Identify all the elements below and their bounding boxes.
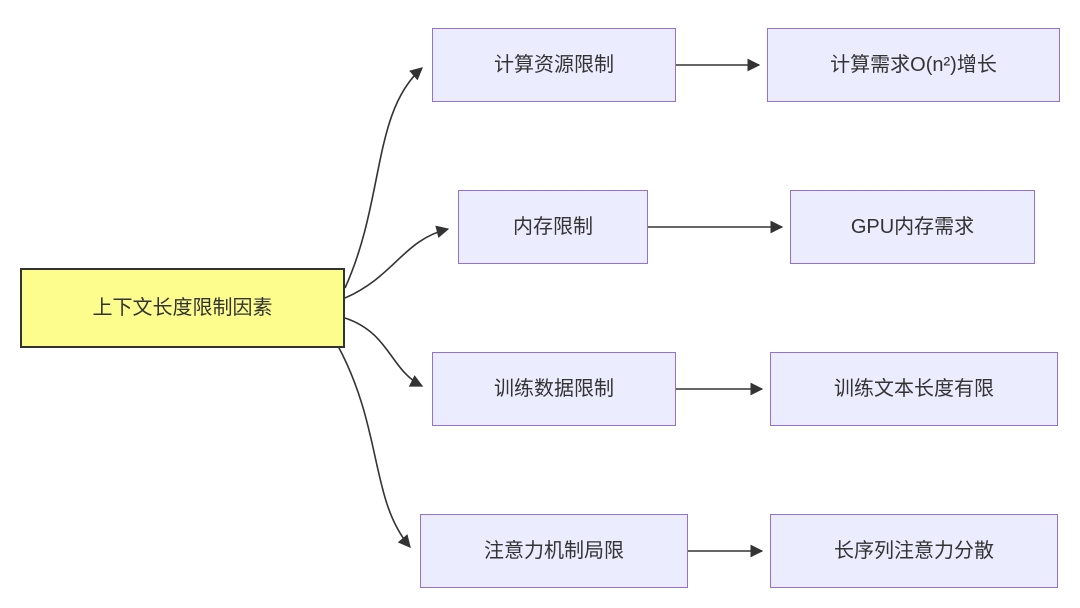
effect-node-1: 计算需求O(n²)增长 [767, 28, 1060, 102]
root-node-label: 上下文长度限制因素 [92, 297, 273, 319]
root-node: 上下文长度限制因素 [20, 268, 345, 348]
cause-node-4: 注意力机制局限 [420, 514, 688, 588]
cause-node-3-label: 训练数据限制 [494, 378, 614, 400]
edge-root-to-cause-1 [344, 67, 423, 289]
cause-node-2: 内存限制 [458, 190, 648, 264]
effect-node-2-label: GPU内存需求 [850, 216, 975, 238]
cause-node-3: 训练数据限制 [432, 352, 676, 426]
effect-node-4-label: 长序列注意力分散 [834, 540, 994, 562]
cause-node-2-label: 内存限制 [513, 216, 593, 238]
cause-node-4-label: 注意力机制局限 [484, 540, 624, 562]
edge-root-to-cause-3 [344, 317, 424, 387]
cause-node-1: 计算资源限制 [432, 28, 676, 102]
effect-node-3-label: 训练文本长度有限 [834, 378, 994, 400]
edge-root-to-cause-4 [337, 345, 411, 548]
edge-root-to-cause-2 [344, 225, 450, 299]
effect-node-3: 训练文本长度有限 [770, 352, 1058, 426]
effect-node-2: GPU内存需求 [790, 190, 1035, 264]
effect-node-1-label: 计算需求O(n²)增长 [830, 54, 997, 76]
cause-node-1-label: 计算资源限制 [494, 54, 614, 76]
effect-node-4: 长序列注意力分散 [770, 514, 1058, 588]
